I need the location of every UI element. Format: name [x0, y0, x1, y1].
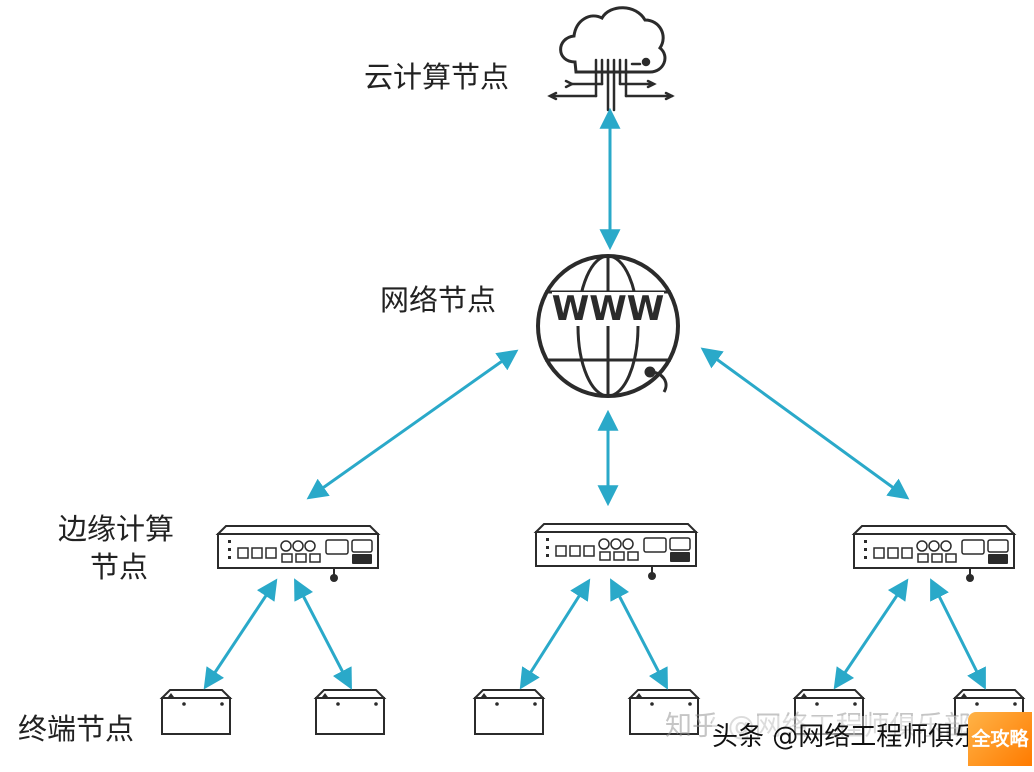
arrow-edge-left-terminal-2 — [294, 578, 352, 690]
edge-router-center — [535, 523, 697, 581]
badge-logo: 全攻略 — [968, 712, 1032, 766]
arrow-network-edge-right — [700, 347, 910, 500]
label-terminal-node: 终端节点 — [18, 712, 135, 746]
edge-router-right — [853, 525, 1015, 583]
arrow-edge-right-terminal-5 — [833, 578, 909, 690]
terminal-device-3 — [474, 689, 544, 735]
arrow-network-edge-left — [306, 349, 519, 500]
label-edge-node-line2: 节点 — [90, 550, 149, 584]
label-cloud-node: 云计算节点 — [364, 60, 510, 94]
credit-toutiao: 头条 @网络工程师俱乐部 — [712, 716, 1007, 753]
cloud-icon — [547, 6, 675, 112]
edge-router-left — [217, 525, 379, 583]
arrow-edge-center-terminal-4 — [610, 578, 668, 690]
label-edge-node-line1: 边缘计算 — [58, 512, 175, 546]
globe-icon: WWW — [536, 254, 680, 398]
terminal-device-2 — [315, 689, 385, 735]
label-network-node: 网络节点 — [380, 283, 497, 317]
watermark-zhihu: 知乎 @网络工程师俱乐部 — [665, 711, 971, 742]
arrow-edge-left-terminal-1 — [203, 578, 278, 690]
arrow-edge-right-terminal-6 — [930, 578, 986, 690]
terminal-device-1 — [161, 689, 231, 735]
globe-www-text: WWW — [552, 289, 665, 329]
arrow-edge-center-terminal-3 — [519, 578, 591, 690]
